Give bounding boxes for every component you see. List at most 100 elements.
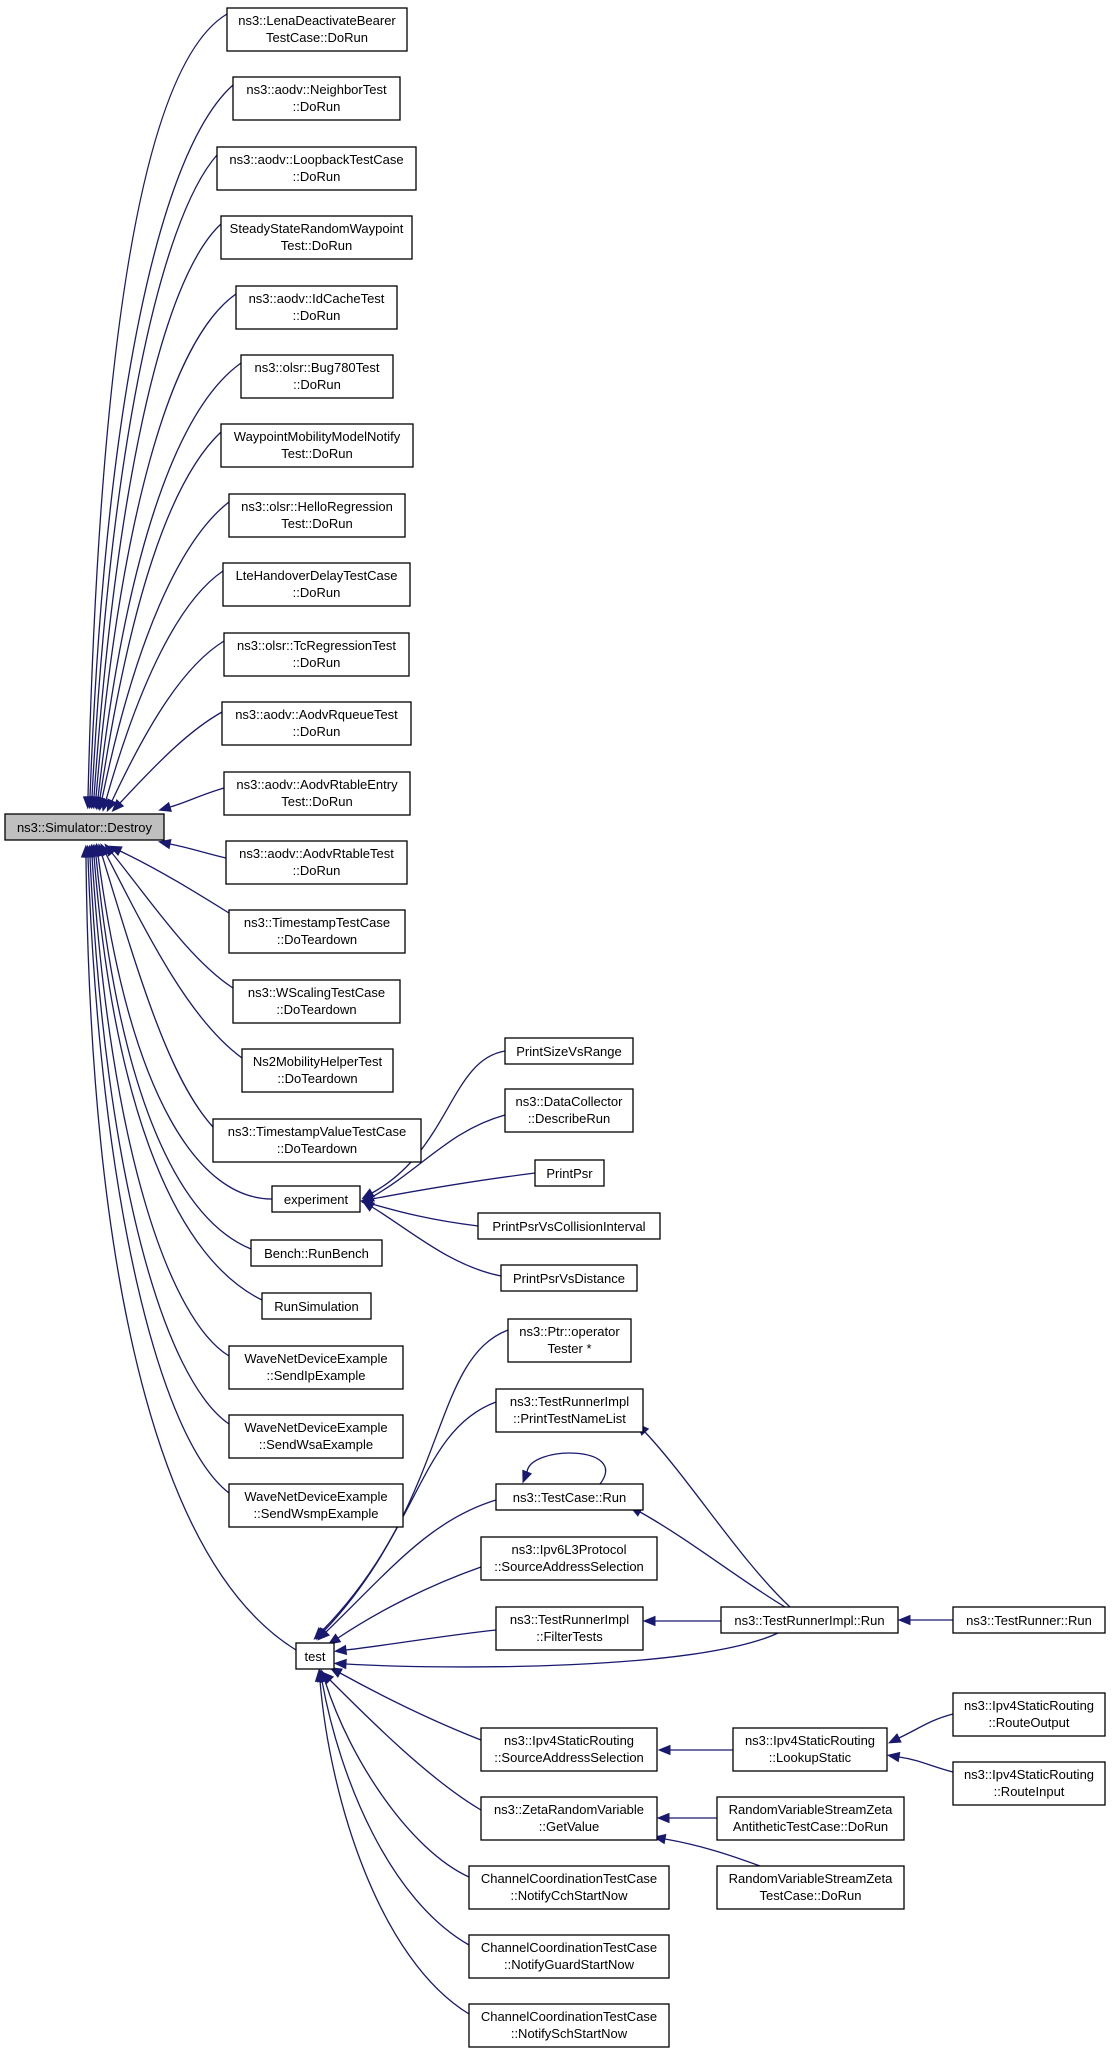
node-trprint[interactable]: ns3::TestRunnerImpl::PrintTestNameList (495, 1388, 644, 1433)
node-n3[interactable]: ns3::aodv::LoopbackTestCase::DoRun (216, 146, 417, 191)
node-box (220, 423, 414, 468)
node-label: Test::DoRun (281, 446, 353, 461)
edge-arrowhead-n12-to-destroy (158, 801, 172, 812)
node-label: ::FilterTests (536, 1629, 603, 1644)
node-box (495, 1388, 644, 1433)
edge-arrowhead-tcrun-to-test (317, 1627, 331, 1641)
node-wave3[interactable]: WaveNetDeviceExample::SendWsmpExample (228, 1483, 404, 1528)
node-testrunner[interactable]: ns3::TestRunner::Run (952, 1606, 1106, 1634)
node-label: ns3::TestRunnerImpl::Run (734, 1613, 884, 1628)
node-tcrun[interactable]: ns3::TestCase::Run (495, 1483, 644, 1511)
edge-tcrun-to-tcrun (526, 1452, 607, 1485)
node-label: ::DoTeardown (277, 1071, 357, 1086)
node-label: WaveNetDeviceExample (244, 1351, 387, 1366)
node-box (952, 1692, 1106, 1737)
edge-n4-to-destroy (93, 223, 222, 798)
node-label: ::DescribeRun (528, 1111, 610, 1126)
edge-arrowhead-test-to-destroy (80, 844, 92, 858)
node-ipv4sel[interactable]: ns3::Ipv4StaticRouting::SourceAddressSel… (480, 1727, 658, 1772)
node-trfilter[interactable]: ns3::TestRunnerImpl::FilterTests (495, 1606, 644, 1651)
node-n15[interactable]: ns3::WScalingTestCase::DoTeardown (232, 979, 401, 1024)
edge-trfilter-to-test (345, 1629, 497, 1651)
node-box (468, 2003, 670, 2048)
node-ppsr[interactable]: PrintPsr (534, 1159, 605, 1187)
node-n10[interactable]: ns3::olsr::TcRegressionTest::DoRun (223, 632, 410, 677)
node-box (241, 1048, 394, 1093)
node-box (228, 1414, 404, 1459)
node-n13[interactable]: ns3::aodv::AodvRtableTest::DoRun (225, 840, 408, 885)
node-datacol[interactable]: ns3::DataCollector::DescribeRun (504, 1088, 634, 1133)
node-n2[interactable]: ns3::aodv::NeighborTest::DoRun (232, 76, 401, 121)
node-n17[interactable]: ns3::TimestampValueTestCase::DoTeardown (212, 1118, 422, 1163)
edge-n10-to-destroy (111, 640, 225, 802)
edge-trrun-to-trprint (644, 1431, 791, 1608)
node-n5[interactable]: ns3::aodv::IdCacheTest::DoRun (235, 285, 398, 330)
edge-arrowhead-trfilter-to-test (333, 1644, 348, 1656)
node-label: ::DoRun (293, 655, 341, 670)
edge-n9-to-destroy (105, 570, 224, 801)
edge-arrowhead-lookup-to-ipv4sel (657, 1744, 671, 1756)
node-cc2[interactable]: ChannelCoordinationTestCase::NotifyGuard… (468, 1934, 670, 1979)
node-box (223, 632, 410, 677)
node-label: ::LookupStatic (769, 1750, 852, 1765)
edge-wave1-to-destroy (91, 855, 230, 1357)
node-label: Test::DoRun (281, 238, 353, 253)
node-bench[interactable]: Bench::RunBench (250, 1239, 383, 1267)
node-ppsrd[interactable]: PrintPsrVsDistance (500, 1264, 638, 1292)
node-destroy[interactable]: ns3::Simulator::Destroy (4, 813, 165, 841)
node-label: ::SourceAddressSelection (494, 1559, 644, 1574)
node-box (480, 1536, 658, 1581)
node-n9[interactable]: LteHandoverDelayTestCase::DoRun (222, 562, 411, 607)
node-label: RandomVariableStreamZeta (729, 1802, 894, 1817)
edge-zeta-to-test (329, 1679, 482, 1811)
node-lookup[interactable]: ns3::Ipv4StaticRouting::LookupStatic (732, 1727, 888, 1772)
node-n6[interactable]: ns3::olsr::Bug780Test::DoRun (240, 354, 394, 399)
node-cc3[interactable]: ChannelCoordinationTestCase::NotifySchSt… (468, 2003, 670, 2048)
node-n16[interactable]: Ns2MobilityHelperTest::DoTeardown (241, 1048, 394, 1093)
node-experiment[interactable]: experiment (271, 1185, 361, 1213)
node-psize[interactable]: PrintSizeVsRange (504, 1037, 634, 1065)
node-n11[interactable]: ns3::aodv::AodvRqueueTest::DoRun (221, 701, 412, 746)
edge-runsim-to-destroy (93, 855, 263, 1301)
node-box (228, 1483, 404, 1528)
node-label: ns3::TestRunnerImpl (510, 1612, 629, 1627)
node-label: ::SourceAddressSelection (494, 1750, 644, 1765)
node-label: ns3::TestCase::Run (513, 1490, 626, 1505)
node-routeout[interactable]: ns3::Ipv4StaticRouting::RouteOutput (952, 1692, 1106, 1737)
node-n14[interactable]: ns3::TimestampTestCase::DoTeardown (228, 909, 406, 954)
node-box (250, 1239, 383, 1267)
node-box (226, 7, 408, 52)
node-routein[interactable]: ns3::Ipv4StaticRouting::RouteInput (952, 1761, 1106, 1806)
node-box (495, 1483, 644, 1511)
node-trrun[interactable]: ns3::TestRunnerImpl::Run (720, 1606, 899, 1634)
node-wave2[interactable]: WaveNetDeviceExample::SendWsaExample (228, 1414, 404, 1459)
node-box (480, 1796, 658, 1841)
node-box (235, 285, 398, 330)
node-label: ChannelCoordinationTestCase (481, 1871, 657, 1886)
node-box (225, 840, 408, 885)
edge-trrun-to-test (345, 1632, 779, 1668)
node-label: PrintPsr (546, 1166, 593, 1181)
node-ipv6sel[interactable]: ns3::Ipv6L3Protocol::SourceAddressSelect… (480, 1536, 658, 1581)
edge-n5-to-destroy (95, 293, 237, 798)
node-ppsrci[interactable]: PrintPsrVsCollisionInterval (477, 1212, 661, 1240)
node-zanti[interactable]: RandomVariableStreamZetaAntitheticTestCa… (716, 1796, 905, 1841)
node-cc1[interactable]: ChannelCoordinationTestCase::NotifyCchSt… (468, 1865, 670, 1910)
node-box (271, 1185, 361, 1213)
node-wave1[interactable]: WaveNetDeviceExample::SendIpExample (228, 1345, 404, 1390)
node-label: ns3::WScalingTestCase (248, 985, 385, 1000)
node-runsim[interactable]: RunSimulation (261, 1292, 372, 1320)
nodes-layer: ns3::Simulator::Destroy ns3::LenaDeactiva… (4, 7, 1106, 2048)
node-zeta[interactable]: ns3::ZetaRandomVariable::GetValue (480, 1796, 658, 1841)
node-label: AntitheticTestCase::DoRun (733, 1819, 888, 1834)
node-test[interactable]: test (295, 1642, 335, 1670)
node-box (716, 1796, 905, 1841)
